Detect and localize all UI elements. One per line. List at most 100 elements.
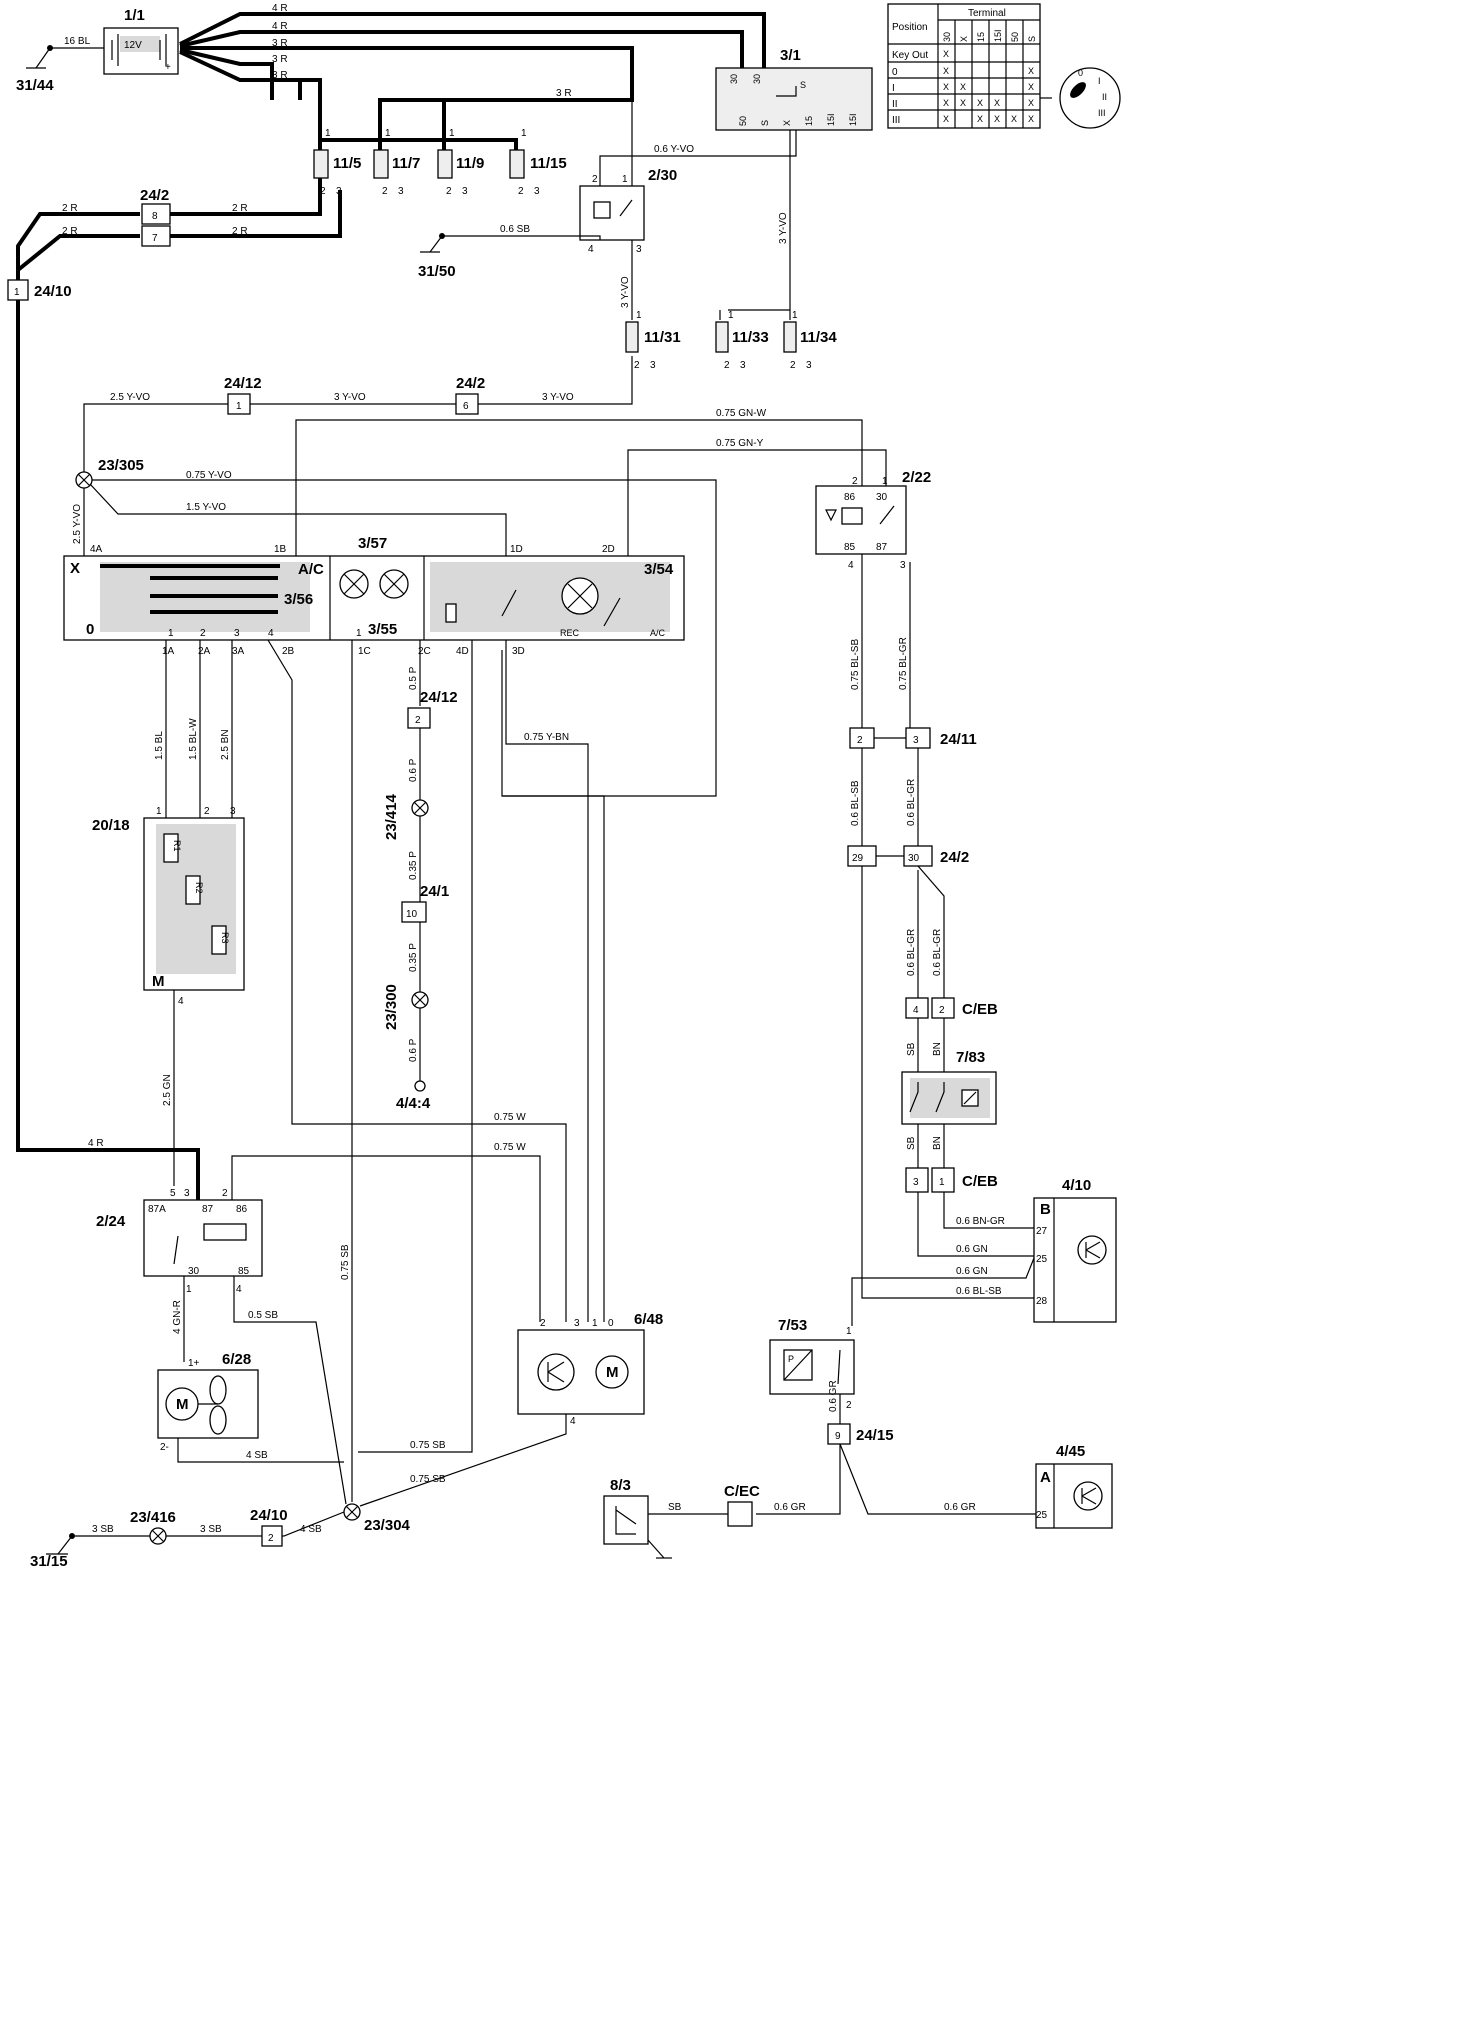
svg-text:1: 1 <box>14 287 20 298</box>
connector-24-12: 1 24/12 <box>224 375 262 415</box>
svg-text:87: 87 <box>876 542 888 553</box>
svg-text:1: 1 <box>356 628 362 639</box>
svg-text:25: 25 <box>1036 1510 1048 1521</box>
svg-text:4: 4 <box>178 996 184 1007</box>
svg-text:3: 3 <box>574 1318 580 1329</box>
svg-text:1: 1 <box>636 310 642 321</box>
control-module-4-45: A 25 4/45 <box>1035 1443 1113 1529</box>
svg-text:2A: 2A <box>198 646 211 657</box>
svg-text:3 SB: 3 SB <box>200 1524 222 1535</box>
svg-text:15I: 15I <box>993 29 1003 42</box>
svg-text:0.6 P: 0.6 P <box>408 1038 419 1062</box>
svg-text:10: 10 <box>406 909 418 920</box>
svg-text:A/C: A/C <box>650 628 666 638</box>
ground-31-15-label: 31/15 <box>30 1553 68 1568</box>
svg-text:23/300: 23/300 <box>383 984 400 1030</box>
connector-ceb-2: 3 1 C/EB <box>905 1167 998 1193</box>
svg-text:4 SB: 4 SB <box>246 1450 268 1461</box>
svg-text:3D: 3D <box>512 646 525 657</box>
svg-text:C/EB: C/EB <box>962 1001 998 1018</box>
svg-text:28: 28 <box>1036 1296 1048 1307</box>
ground-4-4-4: 4/4:4 <box>396 1080 431 1112</box>
connector-24-10-b: 2 24/10 <box>250 1507 288 1547</box>
table-mark: X <box>943 82 949 92</box>
svg-text:X: X <box>782 120 792 126</box>
svg-text:0.6 BN-GR: 0.6 BN-GR <box>956 1216 1005 1227</box>
svg-text:+: + <box>165 62 171 73</box>
svg-text:I: I <box>1098 76 1101 86</box>
svg-text:0.6 P: 0.6 P <box>408 758 419 782</box>
svg-text:3/56: 3/56 <box>284 591 313 608</box>
svg-text:24/12: 24/12 <box>420 689 458 706</box>
svg-text:0: 0 <box>892 67 898 78</box>
svg-text:8/3: 8/3 <box>610 1477 631 1494</box>
svg-text:11/5: 11/5 <box>333 155 361 172</box>
svg-text:R2: R2 <box>194 882 204 894</box>
svg-text:Position: Position <box>892 22 928 33</box>
svg-text:S: S <box>800 80 806 90</box>
ground-31-50-label: 31/50 <box>418 263 456 280</box>
svg-text:1: 1 <box>592 1318 598 1329</box>
svg-text:24/2: 24/2 <box>140 187 169 204</box>
svg-text:3/57: 3/57 <box>358 535 387 552</box>
svg-text:86: 86 <box>844 492 856 503</box>
svg-text:2.5 GN: 2.5 GN <box>162 1074 173 1106</box>
table-mark: X <box>994 98 1000 108</box>
svg-text:M: M <box>152 973 165 990</box>
svg-text:5: 5 <box>170 1188 176 1199</box>
svg-text:0.6 GN: 0.6 GN <box>956 1244 988 1255</box>
connector-24-11: 2 3 24/11 <box>849 727 977 749</box>
svg-text:0.5 P: 0.5 P <box>408 666 419 690</box>
svg-text:6/48: 6/48 <box>634 1311 663 1328</box>
svg-text:11/7: 11/7 <box>392 155 420 172</box>
svg-text:24/2: 24/2 <box>940 849 969 866</box>
table-mark: X <box>943 98 949 108</box>
svg-text:3: 3 <box>534 186 540 197</box>
svg-text:III: III <box>892 115 900 126</box>
svg-text:2 R: 2 R <box>232 226 248 237</box>
svg-text:11/9: 11/9 <box>456 155 484 172</box>
table-mark: X <box>977 114 983 124</box>
svg-text:4/4:4: 4/4:4 <box>396 1095 431 1112</box>
svg-text:2: 2 <box>415 715 421 726</box>
svg-text:2: 2 <box>857 735 863 746</box>
svg-text:15: 15 <box>976 32 986 42</box>
connector-ceb-1: 4 2 C/EB <box>905 997 998 1019</box>
svg-text:0.75 BL-GR: 0.75 BL-GR <box>898 637 909 690</box>
svg-text:2: 2 <box>939 1005 945 1016</box>
splice-23-304: 23/304 <box>343 1503 411 1534</box>
table-mark: X <box>960 82 966 92</box>
svg-text:2: 2 <box>790 360 796 371</box>
ground-31-15: 31/15 <box>30 1533 75 1568</box>
svg-text:1A: 1A <box>162 646 175 657</box>
svg-text:1B: 1B <box>274 544 287 555</box>
svg-text:30: 30 <box>188 1266 200 1277</box>
svg-text:1/1: 1/1 <box>124 7 145 24</box>
svg-text:30: 30 <box>752 74 762 84</box>
svg-text:2/30: 2/30 <box>648 167 677 184</box>
svg-text:16 BL: 16 BL <box>64 36 91 47</box>
svg-text:2: 2 <box>846 1400 852 1411</box>
svg-text:0.75 Y-BN: 0.75 Y-BN <box>524 732 569 743</box>
svg-text:15: 15 <box>804 116 814 126</box>
connector-24-12-b: 2 24/12 <box>407 689 458 729</box>
connector-24-2-mid: 6 24/2 <box>455 375 485 415</box>
svg-text:0: 0 <box>1078 68 1083 78</box>
svg-text:M: M <box>176 1396 189 1413</box>
svg-text:SB: SB <box>906 1042 917 1056</box>
svg-text:85: 85 <box>238 1266 250 1277</box>
svg-text:4: 4 <box>588 244 594 255</box>
svg-text:1+: 1+ <box>188 1358 200 1369</box>
svg-text:50: 50 <box>738 116 748 126</box>
svg-text:3: 3 <box>636 244 642 255</box>
table-mark: X <box>960 98 966 108</box>
svg-text:27: 27 <box>1036 1226 1048 1237</box>
